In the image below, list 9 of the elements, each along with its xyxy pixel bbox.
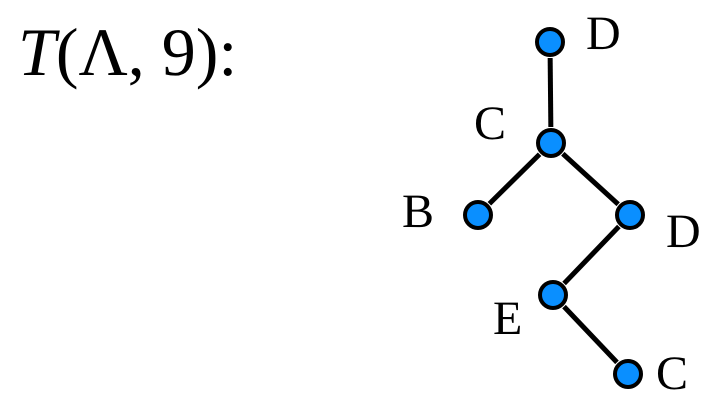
node-label: D [586, 10, 621, 58]
node-label: E [493, 295, 522, 343]
connector-line [561, 152, 620, 206]
node-label: C [474, 100, 506, 148]
connector-line [488, 152, 542, 206]
node-label: C [656, 350, 688, 398]
node-label: D [666, 208, 701, 256]
node-label: B [402, 188, 434, 236]
connector-line [548, 58, 554, 128]
